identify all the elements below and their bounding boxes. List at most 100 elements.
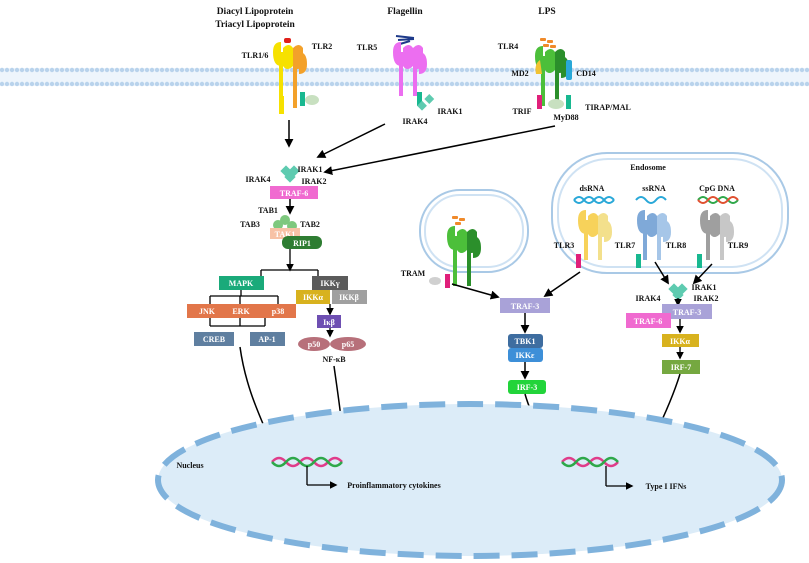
lipid-head: [324, 81, 330, 87]
lipid-head: [339, 81, 345, 87]
lipid-head: [709, 67, 715, 73]
tab2-label: TAB2: [300, 220, 320, 229]
lipid-head: [704, 67, 710, 73]
lipid-head: [664, 67, 670, 73]
lipid-head: [359, 67, 365, 73]
lipid-head: [479, 67, 485, 73]
rip1-box: [282, 236, 322, 249]
lipid-head: [274, 67, 280, 73]
irak4-adaptor-label: IRAK4: [403, 117, 428, 126]
dsrna-strand-b: [573, 196, 615, 204]
tram-vesicle: TRAM: [401, 189, 529, 288]
lipid-head: [199, 81, 205, 87]
lipid-head: [374, 81, 380, 87]
endosome-label: Endosome: [630, 163, 666, 172]
lipid-head: [489, 81, 495, 87]
lipid-head: [504, 81, 510, 87]
ligand-flagellin-label: Flagellin: [387, 7, 423, 17]
lipid-head: [489, 67, 495, 73]
lipid-head: [474, 67, 480, 73]
lipid-head: [104, 67, 110, 73]
lipid-head: [599, 67, 605, 73]
lipid-head: [9, 67, 15, 73]
lipid-head: [739, 81, 745, 87]
lipid-head: [154, 67, 160, 73]
lipid-head: [74, 67, 80, 73]
lipid-head: [694, 81, 700, 87]
lipid-head: [84, 67, 90, 73]
traf3b-label: TRAF-3: [673, 308, 701, 317]
lipid-head: [4, 67, 10, 73]
md2-label: MD2: [511, 69, 528, 78]
lipid-head: [79, 81, 85, 87]
lipid-head: [584, 67, 590, 73]
lipid-head: [194, 67, 200, 73]
lipid-head: [314, 67, 320, 73]
lipid-head: [384, 81, 390, 87]
lipid-head: [434, 81, 440, 87]
lipid-head: [364, 67, 370, 73]
lipid-head: [794, 67, 800, 73]
ap1-box: [250, 332, 285, 346]
lipid-head: [39, 67, 45, 73]
lipid-head: [194, 81, 200, 87]
lipid-head: [799, 67, 805, 73]
lipid-head: [54, 81, 60, 87]
lipid-head: [269, 81, 275, 87]
ikka-right-box: [662, 334, 699, 347]
ikbeta-box: [317, 315, 341, 328]
lipid-head: [224, 67, 230, 73]
ikbeta-label: Iκβ: [323, 318, 335, 327]
lipid-head: [389, 67, 395, 73]
irf3-box: [508, 380, 546, 394]
lipid-head: [519, 67, 525, 73]
lipid-head: [69, 67, 75, 73]
lipid-head: [614, 67, 620, 73]
lipid-head: [329, 81, 335, 87]
lipid-head: [464, 81, 470, 87]
lipid-head: [529, 81, 535, 87]
lipid-head: [449, 81, 455, 87]
lipid-head: [394, 81, 400, 87]
lipid-head: [39, 81, 45, 87]
lipid-head: [309, 67, 315, 73]
lipid-head: [594, 67, 600, 73]
lipid-head: [654, 67, 660, 73]
lipid-head: [159, 81, 165, 87]
arrow-tlr4-to-irak: [323, 125, 556, 176]
lipid-head: [799, 81, 805, 87]
tram-ligand: [452, 216, 465, 225]
ssrna-strand: [635, 196, 667, 204]
lipid-head: [229, 81, 235, 87]
lipid-head: [349, 67, 355, 73]
lipid-head: [774, 81, 780, 87]
lipid-head: [274, 81, 280, 87]
cd14-label: CD14: [576, 69, 596, 78]
dna-helix-right: [561, 456, 619, 468]
ap1-label: AP-1: [258, 335, 275, 344]
ikka-box: [296, 290, 330, 304]
lipid-head: [354, 81, 360, 87]
lipid-head: [64, 67, 70, 73]
tram-label: TRAM: [401, 269, 426, 278]
lipid-head: [764, 81, 770, 87]
lipid-head: [669, 67, 675, 73]
ikkg-box: [312, 276, 348, 290]
lipid-head: [644, 81, 650, 87]
lipid-head: [589, 81, 595, 87]
arrow-tram-to-traf3: [451, 283, 500, 300]
lipid-head: [109, 67, 115, 73]
arrow-tlr5-to-irak: [316, 123, 386, 158]
traf3-box: [500, 298, 550, 313]
lipid-head: [234, 81, 240, 87]
tab3-label: TAB3: [240, 220, 260, 229]
ikkb-label: IKKβ: [339, 293, 359, 302]
lipid-head: [184, 67, 190, 73]
tlr2-complex: TLR1/6 TLR2: [242, 38, 332, 114]
lipid-head: [459, 67, 465, 73]
lipid-head: [684, 81, 690, 87]
lipid-head: [719, 67, 725, 73]
lipid-head: [804, 81, 809, 87]
lipid-head: [594, 81, 600, 87]
lipid-head: [364, 81, 370, 87]
